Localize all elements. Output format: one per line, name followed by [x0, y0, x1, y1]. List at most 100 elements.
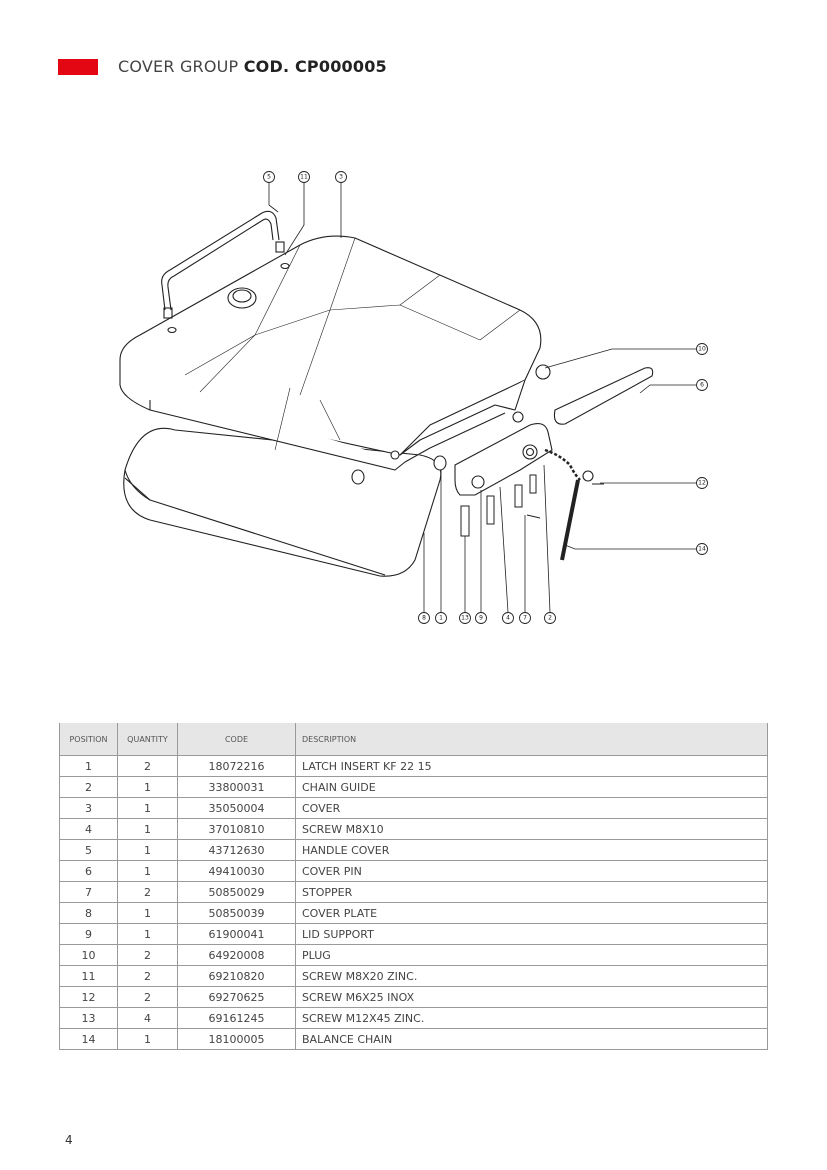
cell-position: 14: [59, 1028, 118, 1050]
svg-text:10: 10: [698, 346, 706, 353]
callout-9: 9: [475, 612, 487, 624]
svg-text:12: 12: [698, 480, 706, 487]
callout-13: 13: [459, 612, 471, 624]
cell-quantity: 2: [117, 965, 178, 987]
cell-quantity: 1: [117, 776, 178, 798]
cell-description: LATCH INSERT KF 22 15: [295, 755, 768, 777]
table-header-row: POSITION QUANTITY CODE DESCRIPTION: [59, 723, 768, 756]
cell-quantity: 2: [117, 986, 178, 1008]
callout-7: 7: [519, 612, 531, 624]
cell-code: 50850029: [177, 881, 296, 903]
column-header-position: POSITION: [59, 723, 118, 756]
cell-description: SCREW M8X10: [295, 818, 768, 840]
column-header-quantity: QUANTITY: [117, 723, 178, 756]
lid-support: [351, 364, 553, 496]
cell-code: 33800031: [177, 776, 296, 798]
svg-text:5: 5: [267, 174, 271, 181]
cell-quantity: 1: [117, 860, 178, 882]
leader-lines: [268, 183, 696, 613]
cell-description: COVER: [295, 797, 768, 819]
cell-description: CHAIN GUIDE: [295, 776, 768, 798]
cell-position: 13: [59, 1007, 118, 1029]
cell-code: 35050004: [177, 797, 296, 819]
svg-text:2: 2: [548, 615, 552, 622]
cell-quantity: 1: [117, 818, 178, 840]
cell-code: 69270625: [177, 986, 296, 1008]
callout-5: 5: [263, 171, 275, 183]
cover: [119, 235, 542, 471]
cell-quantity: 1: [117, 839, 178, 861]
cell-code: 50850039: [177, 902, 296, 924]
callout-6: 6: [696, 379, 708, 391]
cell-code: 61900041: [177, 923, 296, 945]
cell-description: BALANCE CHAIN: [295, 1028, 768, 1050]
svg-text:4: 4: [506, 615, 510, 622]
cell-position: 2: [59, 776, 118, 798]
cell-quantity: 4: [117, 1007, 178, 1029]
page-title: COVER GROUP COD. CP000005: [118, 57, 387, 76]
cell-position: 5: [59, 839, 118, 861]
cell-position: 8: [59, 902, 118, 924]
cell-position: 11: [59, 965, 118, 987]
cell-quantity: 1: [117, 902, 178, 924]
callout-8: 8: [418, 612, 430, 624]
callout-4: 4: [502, 612, 514, 624]
svg-text:1: 1: [439, 615, 443, 622]
cell-position: 4: [59, 818, 118, 840]
cell-code: 18100005: [177, 1028, 296, 1050]
cell-quantity: 2: [117, 755, 178, 777]
cell-code: 69210820: [177, 965, 296, 987]
cell-position: 12: [59, 986, 118, 1008]
column-header-code: CODE: [177, 723, 296, 756]
balance-chain: [544, 448, 594, 561]
cover-pin: [553, 367, 654, 425]
cell-position: 10: [59, 944, 118, 966]
exploded-view-drawing: 5 11 3 10 6 12 14 8 1 13 9 4 7 2: [0, 150, 827, 640]
handle-cover: [161, 210, 285, 319]
cell-description: SCREW M12X45 ZINC.: [295, 1007, 768, 1029]
svg-text:9: 9: [479, 615, 483, 622]
cell-code: 43712630: [177, 839, 296, 861]
cell-position: 7: [59, 881, 118, 903]
accent-bar: [58, 59, 98, 75]
callout-12: 12: [696, 477, 708, 489]
cell-quantity: 2: [117, 944, 178, 966]
svg-text:7: 7: [523, 615, 527, 622]
cell-code: 18072216: [177, 755, 296, 777]
cell-position: 3: [59, 797, 118, 819]
cell-description: HANDLE COVER: [295, 839, 768, 861]
page-number: 4: [65, 1133, 73, 1147]
cell-position: 6: [59, 860, 118, 882]
svg-text:8: 8: [422, 615, 426, 622]
callout-10: 10: [696, 343, 708, 355]
cell-position: 1: [59, 755, 118, 777]
cell-code: 64920008: [177, 944, 296, 966]
cell-description: SCREW M8X20 ZINC.: [295, 965, 768, 987]
cell-quantity: 1: [117, 923, 178, 945]
cell-description: COVER PLATE: [295, 902, 768, 924]
cell-description: COVER PIN: [295, 860, 768, 882]
cell-description: STOPPER: [295, 881, 768, 903]
cell-quantity: 2: [117, 881, 178, 903]
svg-text:3: 3: [339, 174, 343, 181]
svg-text:11: 11: [300, 174, 308, 181]
cell-description: SCREW M6X25 INOX: [295, 986, 768, 1008]
cell-description: LID SUPPORT: [295, 923, 768, 945]
callout-14: 14: [696, 543, 708, 555]
cell-code: 49410030: [177, 860, 296, 882]
cell-description: PLUG: [295, 944, 768, 966]
callout-3: 3: [335, 171, 347, 183]
cell-quantity: 1: [117, 1028, 178, 1050]
